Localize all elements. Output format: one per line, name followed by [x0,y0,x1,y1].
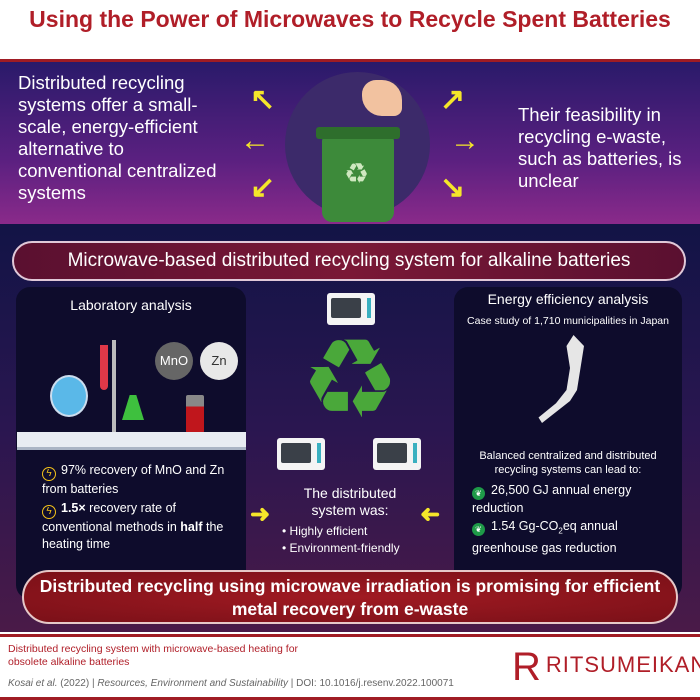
b2sub: 2 [558,526,563,536]
center-list: • Highly efficient • Environment-friendl… [282,523,400,557]
battery-icon [186,395,204,433]
hand-icon [362,80,402,116]
center-item-text: Environment-friendly [289,541,400,555]
doi[interactable]: | DOI: 10.1016/j.resenv.2022.100071 [287,678,454,689]
leaf-icon: ❦ [472,487,485,500]
energy-subtitle: Case study of 1,710 municipalities in Ja… [467,315,669,327]
year: (2022) | [57,678,98,689]
lightning-icon: ϟ [42,505,56,519]
b2-text2: the heating time [42,520,224,551]
arrow-left-icon: ➜ [420,501,441,528]
lab-bench [17,432,246,450]
lightning-icon: ϟ [42,467,56,481]
page-title: Using the Power of Microwaves to Recycle… [0,0,700,62]
b2-bold: 1.5× [61,501,86,515]
lab-bullet-2: ϟ 1.5× recovery rate of conventional meth… [42,500,242,553]
center-item: • Highly efficient [282,524,368,538]
microwave-icon [327,293,375,325]
energy-lead: Balanced centralized and distributed rec… [479,450,657,476]
arrow-icon: ↗ [440,83,466,116]
logo-letter: R [512,645,542,689]
mno-ball: MnO [155,342,193,380]
b2-bold2: half [180,520,203,534]
flask-icon [50,375,88,417]
energy-bullet-2: ❦ 1.54 Gg-CO2eq annual greenhouse gas red… [472,518,672,557]
intro-left-text: Distributed recycling systems offer a sm… [18,72,217,203]
test-tube-icon [100,345,108,390]
leaf-icon: ❦ [472,523,485,536]
recycle-bin-icon: ♻ [316,127,400,222]
intro-section: Distributed recycling systems offer a sm… [0,62,700,224]
arrow-right-icon: ➜ [250,501,271,528]
lab-title: Laboratory analysis [70,297,192,313]
recycle-icon: ♻ [300,318,400,441]
energy-bullet-1-text: 26,500 GJ annual energy reduction [472,483,632,515]
center-item: • Environment-friendly [282,541,400,555]
center-title: The distributed system was: [303,485,397,518]
energy-bullet-1: ❦26,500 GJ annual energy reduction [472,482,672,517]
arrow-icon: ↙ [250,171,276,204]
arrow-icon: ↘ [440,171,466,204]
logo-text: RITSUMEIKAN [545,652,700,677]
conclusion-banner: Distributed recycling using microwave ir… [22,570,678,624]
microwave-icon [373,438,421,470]
section-heading: Microwave-based distributed recycling sy… [12,241,686,281]
intro-right-text: Their feasibility in recycling e-waste, … [518,104,682,191]
footer: Distributed recycling system with microw… [0,634,700,700]
authors: Kosai et al. [8,678,58,689]
energy-panel: Energy efficiency analysis Case study of… [454,287,682,599]
citation: Kosai et al. (2022) | Resources, Environ… [8,678,454,689]
b2a: 1.54 Gg-CO [491,519,559,533]
paper-title: Distributed recycling system with microw… [8,643,299,668]
zn-ball: Zn [200,342,238,380]
microwave-icon [277,438,325,470]
journal: Resources, Environment and Sustainabilit… [97,678,288,689]
energy-title: Energy efficiency analysis [487,291,649,307]
arrow-icon: ← [240,124,270,157]
center-item-text: Highly efficient [289,524,368,538]
arrow-icon: ↖ [250,83,276,116]
lab-bullet-1-text: 97% recovery of MnO and Zn from batterie… [42,463,225,496]
arrow-icon: → [450,124,480,157]
b2b: eq annual greenhouse gas reduction [472,519,618,555]
b2-text: recovery rate of conventional methods in [42,501,181,534]
stand-icon [112,340,116,432]
